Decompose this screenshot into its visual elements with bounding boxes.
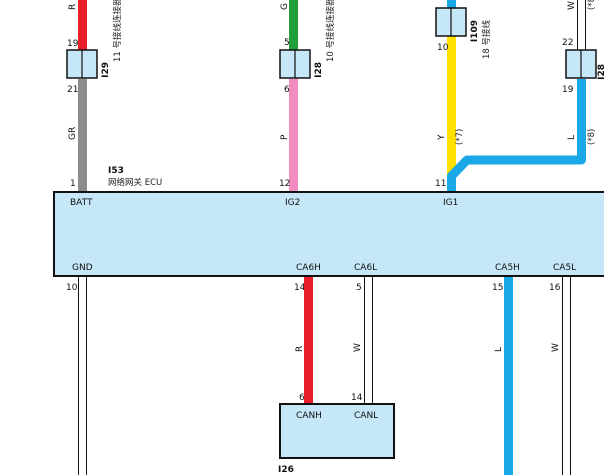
ecu-id: I53	[108, 166, 124, 176]
connector-i28b-pin-bottom: 19	[562, 85, 574, 95]
wire-ig2: G P	[280, 0, 298, 192]
wire-ca6h: 14 R	[294, 277, 313, 403]
connector-i28a-pin-top: 5	[284, 38, 290, 48]
ecu-i53: I53 网络网关 ECU 1 12 11 BATT IG2 IG1 GND CA…	[53, 166, 604, 277]
wire-color-label-w-top: W	[567, 1, 577, 10]
module-pin-num-canh: 6	[299, 393, 305, 403]
module-pin-canh: CANH	[296, 411, 322, 421]
connector-i28a-name: 10 号接线连接器	[325, 0, 336, 62]
wire-note-7: (*7)	[455, 129, 465, 145]
wire-color-label-ca5l: W	[551, 343, 561, 352]
wire-color-label-ca6h: R	[295, 346, 305, 352]
connector-i109-name: 18 号接线	[481, 20, 492, 60]
wire-batt: R GR	[68, 0, 87, 192]
wire-note-8-bottom: (*8)	[587, 129, 597, 145]
connector-i28b-pin-top: 22	[562, 38, 573, 48]
wire-color-label-p: P	[280, 134, 290, 140]
wire-color-label-r: R	[68, 4, 78, 10]
wire-ca5h: 15 L	[492, 277, 513, 475]
wire-ig1: Y (*7)	[437, 0, 465, 192]
connector-i28b: 22 19 I28	[562, 38, 604, 95]
connector-i29-pin-top: 19	[67, 39, 79, 49]
ecu-pin-num-ca5h: 15	[492, 283, 503, 293]
ecu-pin-batt: BATT	[70, 198, 93, 208]
wire-l-blue-join	[447, 79, 586, 192]
wire-color-label-l-top: L	[567, 135, 577, 140]
connector-i28a-id: I28	[314, 62, 324, 78]
ecu-pin-num-ig1: 11	[435, 179, 446, 189]
connector-i28b-id: I28	[597, 64, 604, 80]
connector-i29-id: I29	[101, 62, 111, 78]
ecu-pin-ig1: IG1	[443, 198, 458, 208]
wire-ig1-yellow	[447, 36, 456, 192]
connector-i29-pin-bottom: 21	[67, 85, 78, 95]
connector-i109-pin-bottom: 10	[437, 43, 449, 53]
ecu-pin-gnd: GND	[72, 263, 93, 273]
connector-i109: 10 I109 18 号接线	[435, 7, 492, 60]
wire-ca6l: 5 W	[353, 277, 373, 403]
module-i26-id: I26	[278, 465, 294, 475]
ecu-pin-num-gnd: 10	[66, 283, 78, 293]
ecu-pin-ca5h: CA5H	[495, 263, 520, 273]
ecu-name: 网络网关 ECU	[108, 177, 162, 188]
ecu-body	[53, 191, 604, 277]
wire-color-label-y: Y	[437, 134, 447, 141]
ecu-pin-num-ca5l: 16	[549, 283, 561, 293]
ecu-pin-ca6l: CA6L	[354, 263, 377, 273]
wire-gnd: 10	[66, 277, 87, 475]
wire-ig2-bottom-pink	[289, 79, 298, 192]
wire-ca5l: 16 W	[549, 277, 571, 475]
ecu-pin-num-ca6h: 14	[294, 283, 306, 293]
ecu-pin-ig2: IG2	[285, 198, 300, 208]
ecu-pin-num-ig2: 12	[279, 179, 290, 189]
module-pin-canl: CANL	[354, 411, 378, 421]
module-i26: 6 14 CANH CANL I26	[278, 393, 395, 475]
ecu-pin-ca6h: CA6H	[296, 263, 321, 273]
wire-batt-top-red	[78, 0, 87, 50]
wire-ca5h-blue	[504, 277, 513, 475]
ecu-pin-num-batt: 1	[70, 179, 76, 189]
ecu-pin-ca5l: CA5L	[553, 263, 576, 273]
connector-i29-name: 11 号接线连接器	[112, 0, 123, 62]
wire-note-8-top: (*8)	[587, 0, 597, 10]
module-pin-num-canl: 14	[351, 393, 363, 403]
connector-i109-id: I109	[470, 20, 480, 42]
wire-batt-bottom-gray	[78, 79, 87, 192]
wire-ca6h-red	[304, 277, 313, 403]
wire-ig1-top-stub	[447, 0, 456, 8]
ecu-pin-num-ca6l: 5	[356, 283, 362, 293]
wire-color-label-gr: GR	[68, 127, 78, 140]
wire-color-label-g: G	[280, 3, 290, 10]
connector-i28a: 5 6 I28 10 号接线连接器	[279, 0, 336, 95]
wire-color-label-ca6l: W	[353, 343, 363, 352]
connector-i28a-pin-bottom: 6	[284, 85, 290, 95]
module-i26-body	[279, 403, 395, 459]
wire-l-branch: W (*8) L (*8)	[447, 0, 597, 192]
wire-color-label-ca5h: L	[494, 347, 504, 352]
wire-ig2-top-green	[289, 0, 298, 50]
connector-i29: 19 21 I29 11 号接线连接器	[66, 0, 123, 95]
